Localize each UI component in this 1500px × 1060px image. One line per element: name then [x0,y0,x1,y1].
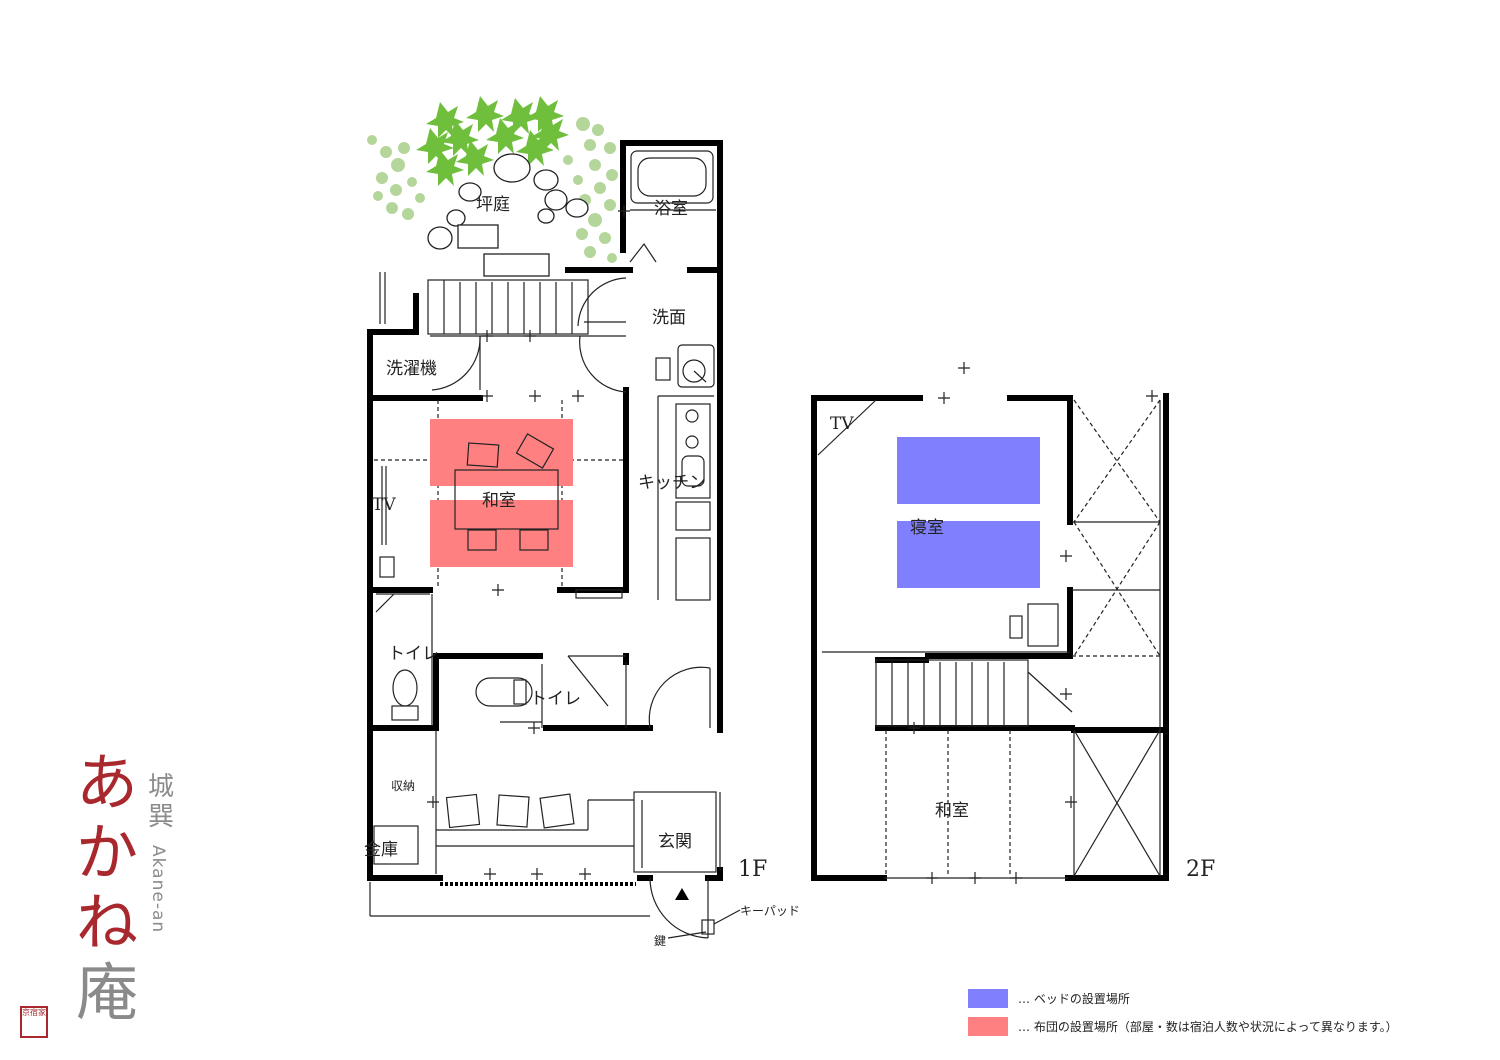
floor2-level-label: 2F [1186,857,1216,882]
entry-arrow [675,888,689,900]
district-char-2: 巽 [147,802,174,832]
tv-label-2f: TV [830,414,854,434]
kitchen-label: キッチン [638,473,706,493]
floor1-thin-lines [369,150,741,939]
entrance-label: 玄関 [658,832,692,852]
legend-futon-swatch [968,1017,1008,1036]
brand-char-4: 庵 [75,956,138,1029]
bedroom-label: 寝室 [910,518,944,538]
brand-char-3: ね [75,886,138,959]
safe-label: 金庫 [364,840,398,860]
legend-bed-text: … ベッドの設置場所 [1018,992,1130,1006]
district-char-1: 城 [147,772,174,802]
toilet-label-b: トイレ [530,689,581,709]
grid-markers [427,205,1158,884]
garden-label: 坪庭 [476,195,510,215]
bath-label: 浴室 [654,199,688,219]
brand-char-2: か [75,816,138,889]
brand-logo: あ か ね 庵 [62,748,152,1028]
bed-zone-1 [897,437,1040,504]
storage-label: 収納 [391,779,416,793]
floor2-thin-lines [817,399,1161,879]
floor1-walls [367,140,723,881]
laundry-label: 洗濯機 [386,359,437,379]
floor1-level-label: 1F [738,857,768,882]
table-and-chairs [454,433,559,551]
legend-bed-swatch [968,989,1008,1008]
brand-romaji: Akane-an [148,845,168,934]
brand-char-1: あ [75,746,138,819]
japanese-room-label-2f: 和室 [935,801,969,821]
washroom-label: 洗面 [652,308,686,328]
toilet-label-a: トイレ [388,644,439,664]
tv-label-1f: TV [372,495,396,515]
legend-futon-text: … 布団の設置場所（部屋・数は宿泊人数や状況によって異なります。） [1018,1020,1398,1034]
futon-zone-2 [430,500,573,567]
brand-seal: 京宿家 [20,1006,48,1038]
keypad-label: キーパッド [740,904,800,918]
bed-zone-2 [897,521,1040,588]
living-room-label: 和室 [482,491,516,511]
garden-foliage [367,96,618,277]
futon-zone-1 [430,419,573,486]
brand-district: 城 巽 [146,772,176,832]
key-label: 鍵 [654,934,667,948]
